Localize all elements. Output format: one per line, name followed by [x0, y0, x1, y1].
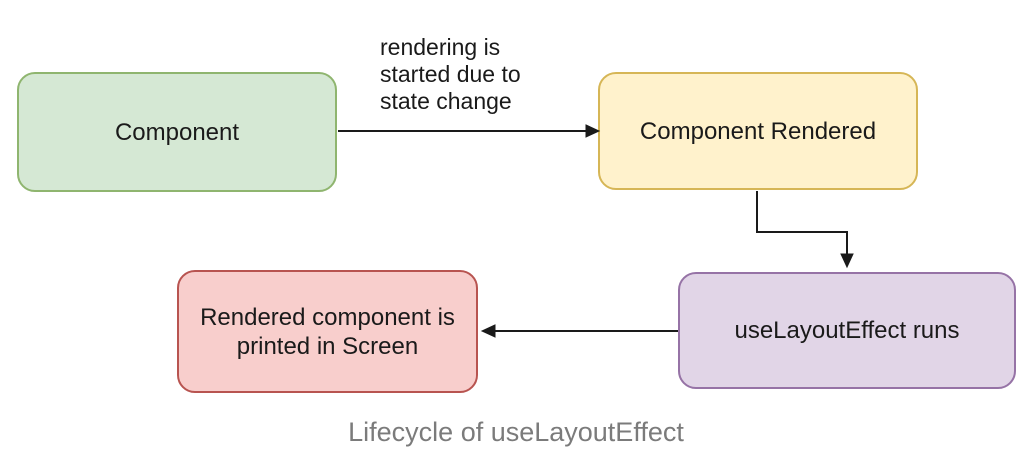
node-uselayouteffect-runs-label: useLayoutEffect runs — [734, 317, 960, 344]
node-component-label: Component — [114, 118, 240, 146]
arrow-uselayouteffect-to-screen — [480, 324, 678, 338]
node-rendered-component-printed: Rendered component is printed in Screen — [177, 270, 478, 393]
node-component-rendered-label: Component Rendered — [639, 117, 877, 145]
node-component-rendered: Component Rendered — [598, 72, 918, 190]
diagram-caption: Lifecycle of useLayoutEffect — [348, 417, 684, 447]
arrowhead-left-icon — [480, 324, 496, 338]
arrow-rendered-to-uselayouteffect — [756, 191, 854, 269]
node-uselayouteffect-runs: useLayoutEffect runs — [678, 272, 1016, 389]
node-rendered-component-printed-label: Rendered component is printed in Screen — [200, 303, 455, 360]
arrowhead-down-icon — [840, 253, 854, 269]
node-component: Component — [17, 72, 337, 192]
edge-label-rendering-started: rendering is started due to state change — [380, 34, 521, 114]
arrow-component-to-rendered — [338, 124, 601, 138]
